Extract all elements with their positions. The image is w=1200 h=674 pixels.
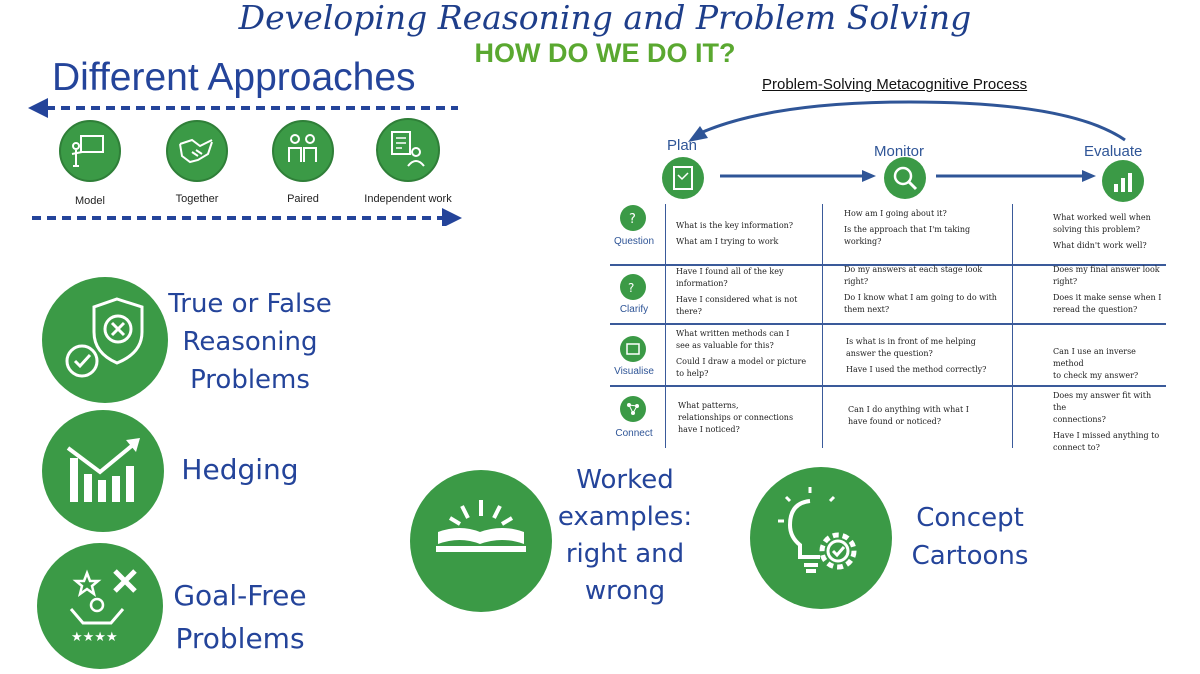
plan-document-icon [673,166,693,190]
model-circle [59,120,121,182]
approaches-title: Different Approaches [52,56,416,99]
handshake-icon [179,138,213,164]
approaches-arrows [28,98,462,226]
model-label: Model [75,195,105,207]
independent-circle [376,118,440,182]
plan-icon-circle [662,157,704,199]
question-monitor: How am I going about it?Is the approach … [844,209,971,246]
together-label: Together [175,193,219,205]
stage-monitor: Monitor [874,143,925,160]
svg-text:?: ? [629,212,636,227]
stage-evaluate: Evaluate [1084,143,1143,160]
connect-icon [620,396,646,422]
clarify-icon: ? [620,274,646,300]
grid-line [822,204,823,448]
row-label-question: Question [613,236,655,247]
concept-cartoons-label: Concept Cartoons [911,503,1029,571]
true-false-circle [42,277,168,403]
page-subtitle: HOW DO WE DO IT? [474,38,736,68]
evaluate-icon-circle [1102,160,1144,202]
grid-line [1012,204,1013,448]
question-plan: What is the key information?What am I tr… [676,221,794,246]
together-circle [166,120,228,182]
independent-label: Independent work [364,193,452,205]
chart-trend-icon [66,438,140,502]
visualise-icon [620,336,646,362]
paired-label: Paired [287,193,319,205]
svg-text:?: ? [628,281,634,295]
question-icon: ? [620,205,646,231]
goal-free-label: Goal-Free Problems [173,579,307,655]
row-label-visualise: Visualise [614,366,654,377]
goal-free-circle: ★★★★ [37,543,163,669]
metacognitive-title: Problem-Solving Metacognitive Process [762,76,1028,93]
worked-examples-circle [410,470,552,612]
grid-line [610,264,1166,266]
grid-line [610,323,1166,325]
stage-plan: Plan [667,137,698,154]
process-arrows [688,100,1126,182]
teacher-board-icon [71,135,104,167]
person-document-icon [391,131,425,167]
star-person-icon: ★★★★ [69,569,137,645]
true-false-label: True or False Reasoning Problems [168,289,332,395]
lightbulb-gear-icon [778,487,857,573]
open-book-icon [436,500,526,552]
paired-circle [272,120,334,182]
row-label-clarify: Clarify [619,304,649,315]
monitor-icon-circle [884,157,926,199]
svg-text:★★★★: ★★★★ [71,630,118,645]
magnifier-icon [893,166,918,191]
pair-people-icon [288,134,317,162]
shield-check-icon [65,297,144,378]
row-label-connect: Connect [615,428,653,439]
grid-line [665,204,666,448]
concept-cartoons-circle [750,467,892,609]
bar-chart-icon [1114,173,1132,192]
hedging-circle [42,410,164,532]
page-title: Developing Reasoning and Problem Solving [238,0,972,37]
grid-line [610,385,1166,387]
worked-examples-label: Worked examples: right and wrong [557,465,693,606]
hedging-label: Hedging [181,453,299,486]
connect-plan: What patterns,relationships or connectio… [678,401,794,434]
